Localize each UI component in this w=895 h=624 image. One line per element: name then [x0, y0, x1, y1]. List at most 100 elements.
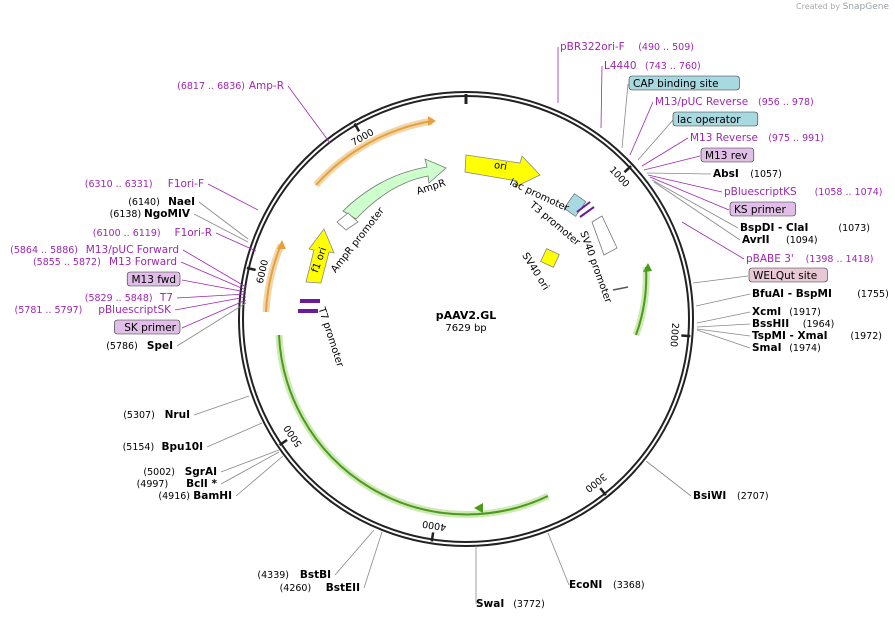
label-pos-bamhi: (4916): [158, 491, 190, 502]
leader-m13-reverse: [641, 137, 689, 167]
label-m13-puc-reverse: M13/pUC Reverse(956 .. 978): [655, 96, 814, 108]
label-pos-pbluescriptks: (1058 .. 1074): [815, 187, 883, 198]
label-pos-xcmi: (1917): [789, 307, 821, 318]
label-spei: SpeI (5786): [106, 340, 173, 352]
label-pos-econi: (3368): [613, 580, 645, 591]
label-name-smai: SmaI: [752, 342, 782, 354]
label-name-ngomiv: NgoMIV: [144, 208, 191, 220]
label-pos-l4440: (743 .. 760): [645, 61, 701, 72]
label-box-cap-binding-site: [628, 75, 740, 91]
leader-pbabe-3: [681, 221, 745, 260]
label-name-bfuai-bspmi: BfuAI - BspMI: [752, 288, 832, 300]
green-orf-right-head: [643, 263, 652, 272]
label-pbluescriptsk: pBluescriptSK (5781 .. 5797): [15, 304, 173, 316]
label-pos-pbluescriptsk: (5781 .. 5797): [15, 305, 83, 316]
label-name-m13-rev: M13 rev: [705, 150, 748, 162]
label-name-bsshii: BssHII: [752, 318, 789, 330]
leader-m13-fwd: [181, 279, 247, 293]
leader-smai: [696, 329, 751, 349]
tick-3000: [599, 487, 607, 497]
leader-f1ori-f: [207, 183, 259, 211]
leader-naei: [198, 201, 249, 240]
label-pos-spei: (5786): [106, 341, 138, 352]
label-name-bamhi: BamHI: [193, 490, 232, 502]
label-pos-bfuai-bspmi: (1755): [857, 289, 889, 300]
tick-1000: [623, 165, 632, 174]
tick-4000: [430, 532, 435, 542]
lac-feature-mark-2: [579, 206, 595, 218]
created-by-text: Created by: [796, 2, 841, 11]
label-name-bspdi-clai: BspDI - ClaI: [740, 222, 808, 234]
ampr-promoter-feature: [336, 212, 359, 231]
label-name-spei: SpeI: [147, 340, 173, 352]
label-pos-bcli: (4997): [137, 479, 169, 490]
label-pos-t7: (5829 .. 5848): [85, 293, 153, 304]
label-ks-primer: KS primer: [729, 201, 796, 217]
label-pos-m13-reverse: (975 .. 991): [768, 133, 824, 144]
feature-dash-right: [612, 286, 629, 291]
label-f1ori-f: F1ori-F (6310 .. 6331): [85, 178, 204, 190]
label-name-amp-r: Amp-R: [249, 80, 284, 92]
leader-lac-operator: [637, 119, 674, 161]
label-pos-m13-puc-forward: (5864 .. 5886): [10, 245, 78, 256]
label-bstbi: BstBI(4339): [257, 569, 331, 581]
leader-sgrai: [220, 449, 280, 473]
label-pos-bsteii: (4260): [280, 583, 312, 594]
label-pos-avrii: (1094): [786, 235, 818, 246]
label-lac-operator: lac operator: [672, 111, 759, 127]
tick-2000: [681, 334, 691, 338]
leader-l4440: [600, 65, 603, 129]
label-box-ks-primer: [729, 201, 796, 217]
leader-bstbi: [334, 529, 375, 576]
leader-welqut-site: [692, 275, 749, 284]
label-name-pbluescriptsk: pBluescriptSK: [98, 304, 172, 316]
leader-ngomiv: [193, 213, 249, 243]
leader-m13-rev: [643, 155, 701, 171]
leader-tspmi-xmai: [696, 328, 751, 337]
label-f1ori-r: F1ori-R(6100 .. 6119): [93, 227, 212, 239]
label-name-nrui: NruI: [165, 409, 190, 421]
label-name-bsteii: BstEII: [326, 582, 360, 594]
f1-ori-feature: [305, 228, 335, 284]
label-name-m13-puc-forward: M13/pUC Forward: [86, 244, 179, 256]
label-bamhi: BamHI(4916): [158, 490, 232, 502]
feature-label-ori: ori: [493, 160, 508, 173]
green-orf-bottom-head: [474, 503, 483, 513]
label-name-bcli: BclI *: [186, 478, 217, 490]
leader-f1ori-r: [215, 232, 257, 252]
green-orf-right-core: [635, 266, 648, 336]
orange-orf-top-core: [315, 120, 433, 186]
t7-feature-2: [298, 309, 318, 313]
label-ngomiv: NgoMIV(6138): [110, 208, 191, 220]
label-pos-pbr322ori-f: (490 .. 509): [638, 42, 694, 53]
leader-bfuai-bspmi: [695, 293, 751, 307]
leader-absi: [646, 172, 712, 175]
label-box-sk-primer: [114, 319, 181, 335]
label-name-m13-fwd: M13 fwd: [131, 274, 176, 286]
leader-pbluescriptks: [647, 174, 723, 193]
leader-bsteii: [363, 531, 383, 589]
label-name-pbabe-3: pBABE 3': [746, 253, 794, 265]
label-name-bpu10i: Bpu10I: [161, 441, 203, 453]
label-box-m13-fwd: [126, 271, 181, 287]
label-swai: SwaI(3772): [476, 598, 545, 610]
snapgene-brand: SnapGene: [842, 2, 889, 12]
label-name-sk-primer: SK primer: [124, 322, 176, 334]
leader-sk-primer: [181, 299, 247, 329]
label-pos-ngomiv: (6138): [110, 209, 142, 220]
leader-amp-r: [287, 85, 331, 144]
leader-cap-binding-site: [621, 83, 629, 149]
label-pos-bstbi: (4339): [257, 570, 289, 581]
label-name-f1ori-f: F1ori-F: [168, 178, 204, 190]
label-m13-fwd: M13 fwd: [126, 271, 181, 287]
leader-nrui: [193, 395, 250, 416]
label-name-t7: T7: [159, 292, 173, 304]
label-pos-tspmi-xmai: (1972): [850, 331, 882, 342]
leader-t7: [176, 293, 247, 299]
leader-bpu10i: [206, 422, 263, 448]
label-pbr322ori-f: pBR322ori-F(490 .. 509): [560, 41, 694, 53]
ampr-feature: [342, 158, 447, 220]
label-pos-f1ori-f: (6310 .. 6331): [85, 179, 153, 190]
leader-m13-puc-forward: [182, 249, 247, 288]
label-sk-primer: SK primer: [114, 319, 181, 335]
